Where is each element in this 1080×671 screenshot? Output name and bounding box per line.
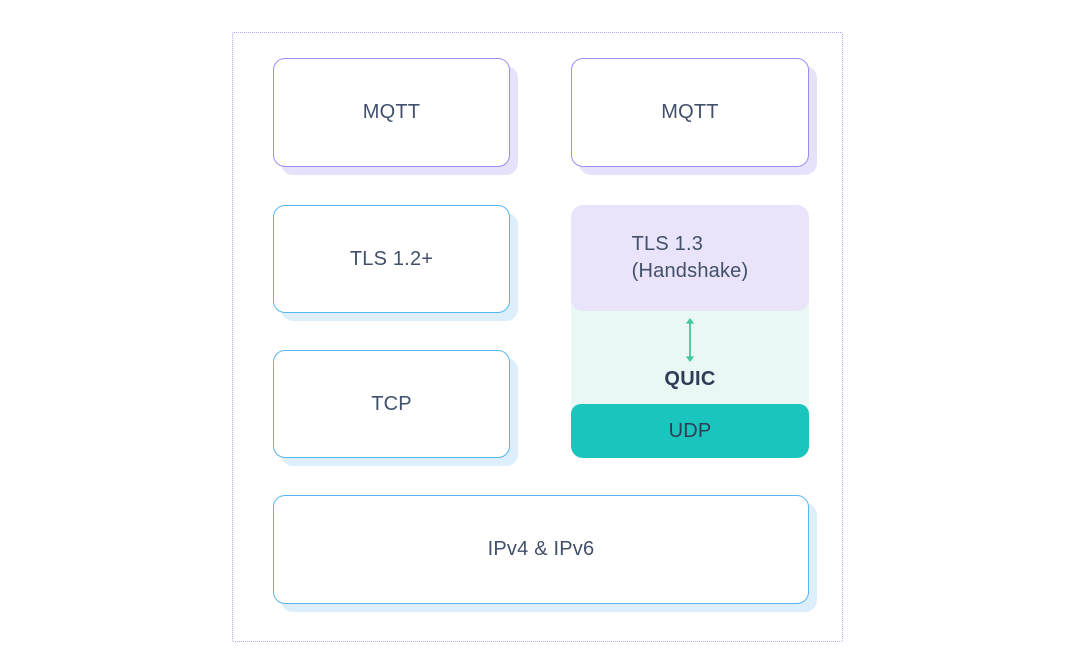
diagram-outer-frame bbox=[232, 32, 843, 642]
layer-mqtt-right[interactable]: MQTT bbox=[571, 58, 817, 175]
layer-label: IPv4 & IPv6 bbox=[487, 538, 595, 560]
layer-label: TCP bbox=[371, 392, 412, 415]
layer-label: UDP bbox=[668, 419, 712, 442]
tls13-label-line-1: TLS 1.3 bbox=[631, 233, 704, 255]
layer-label: MQTT bbox=[661, 101, 719, 123]
layer-card[interactable]: TLS 1.2+ bbox=[273, 205, 510, 313]
layer-card[interactable]: MQTT bbox=[273, 58, 510, 167]
quic-label: QUIC bbox=[664, 368, 716, 390]
tls13-label-line-2: (Handshake) bbox=[631, 260, 749, 282]
layer-tcp[interactable]: TCP bbox=[273, 350, 518, 466]
layer-label: MQTT bbox=[362, 101, 421, 123]
layer-tls13[interactable]: TLS 1.3 (Handshake) bbox=[571, 205, 809, 311]
layer-udp[interactable]: UDP bbox=[571, 404, 809, 458]
layer-ip[interactable]: IPv4 & IPv6 bbox=[273, 495, 817, 612]
double-headed-vertical-arrow-icon bbox=[685, 318, 695, 362]
layer-label: TLS 1.3 (Handshake) bbox=[632, 231, 749, 285]
quic-caption: QUIC bbox=[571, 368, 809, 391]
layer-card[interactable]: MQTT bbox=[571, 58, 809, 167]
layer-mqtt-left[interactable]: MQTT bbox=[273, 58, 518, 175]
layer-label: TLS 1.2+ bbox=[349, 247, 434, 270]
layer-card[interactable]: TCP bbox=[273, 350, 510, 458]
layer-card[interactable]: IPv4 & IPv6 bbox=[273, 495, 809, 604]
layer-tls12[interactable]: TLS 1.2+ bbox=[273, 205, 518, 321]
quic-layer-group[interactable]: TLS 1.3 (Handshake) QUIC UDP bbox=[571, 205, 809, 458]
